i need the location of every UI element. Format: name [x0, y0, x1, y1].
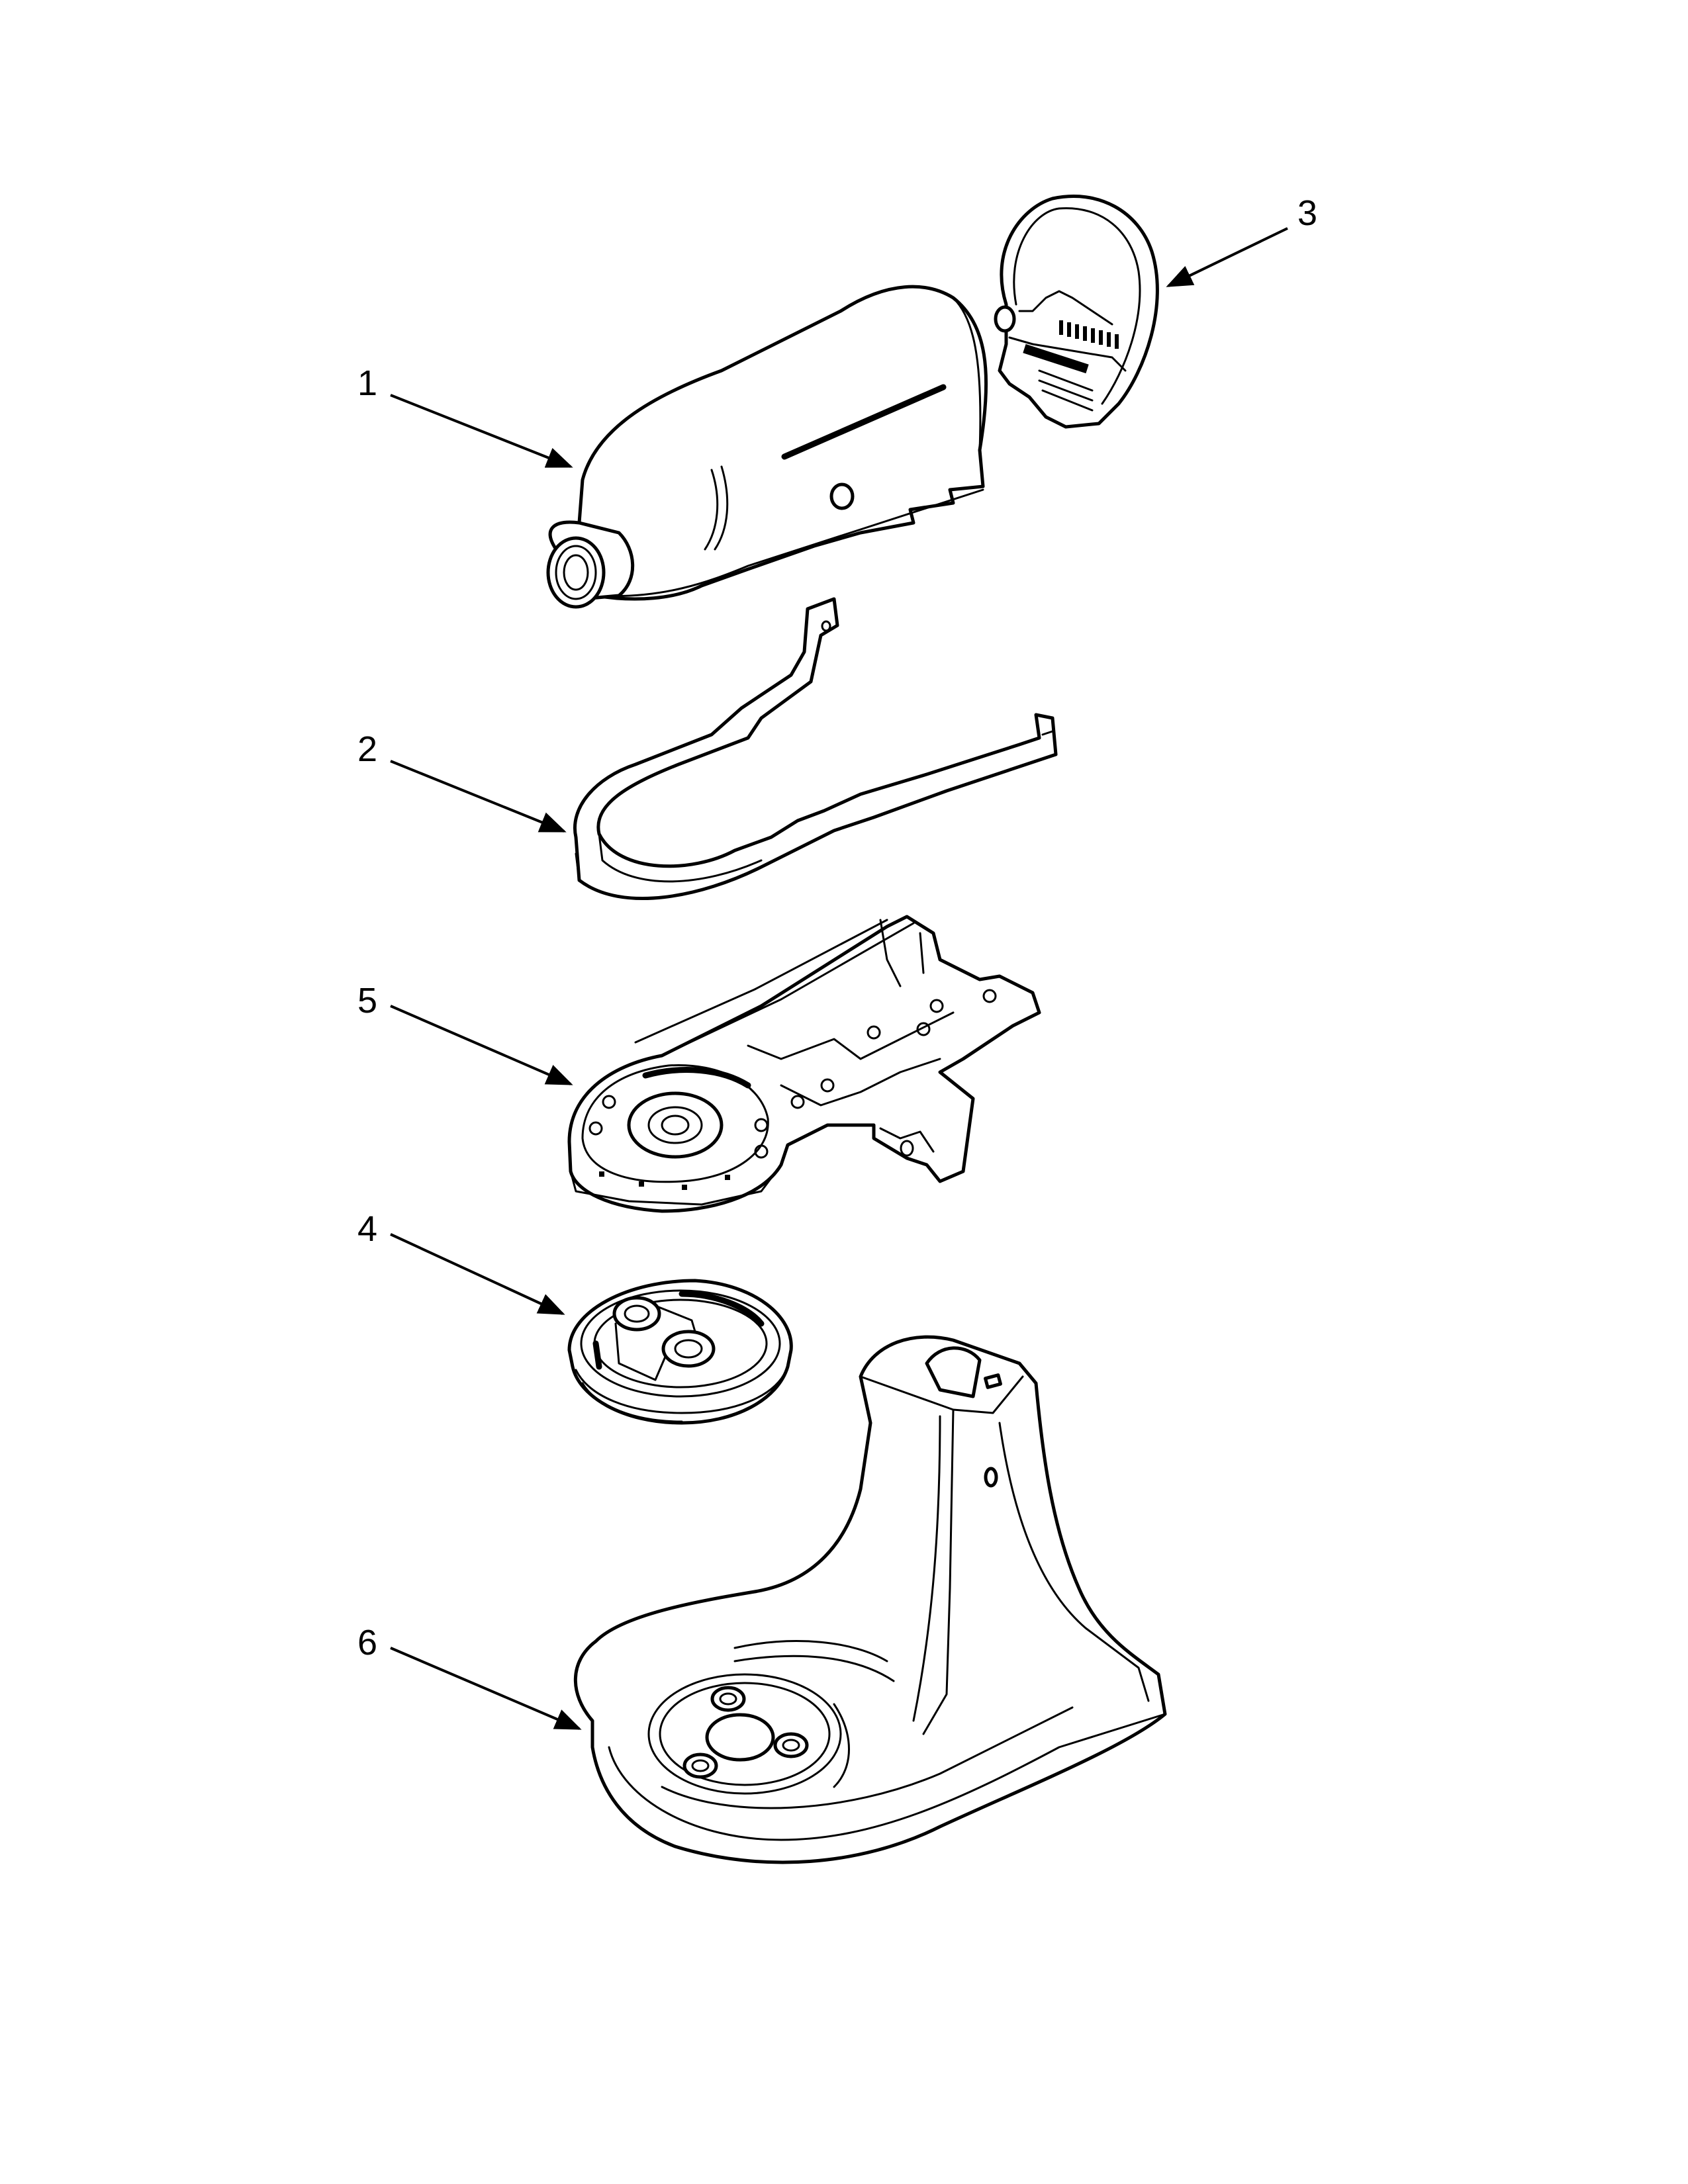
part-1-motor-housing	[546, 285, 988, 609]
part-6-pedestal-base	[573, 1335, 1167, 1864]
callout-3: 3	[1297, 193, 1317, 233]
callout-1: 1	[357, 363, 377, 403]
callout-6: 6	[357, 1623, 377, 1662]
part-2-trim-band	[573, 597, 1058, 901]
callout-2: 2	[357, 729, 377, 769]
callout-5: 5	[357, 981, 377, 1021]
callout-4: 4	[357, 1209, 377, 1249]
part-3-rear-vent-cover	[994, 195, 1159, 429]
part-4-drive-plate	[567, 1279, 793, 1425]
part-5-gear-housing	[567, 915, 1041, 1213]
